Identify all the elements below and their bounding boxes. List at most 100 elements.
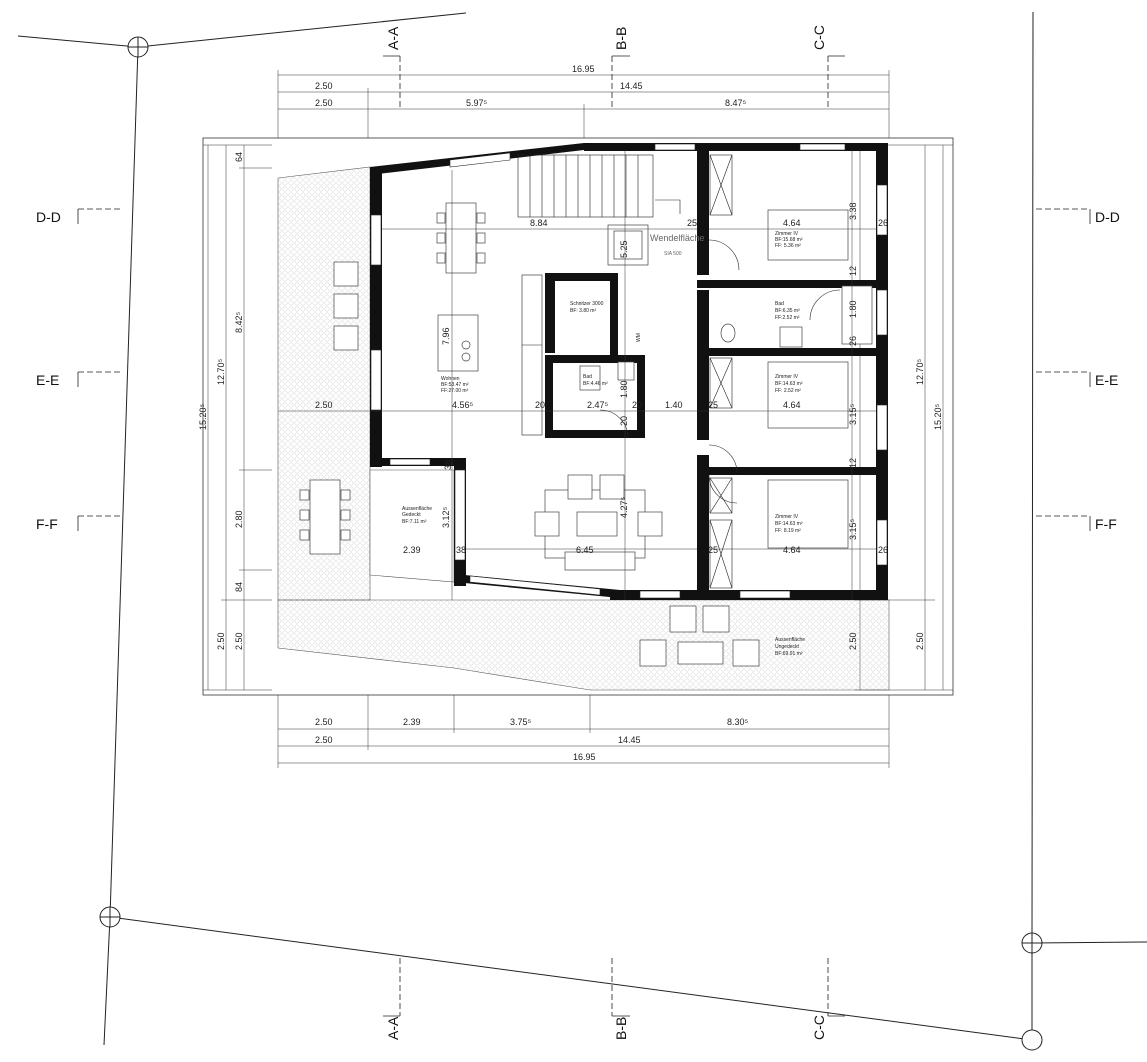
dim-26: 26 — [878, 545, 888, 555]
dim-427: 4.27⁵ — [619, 496, 629, 518]
dim-right-e: 26 — [848, 336, 858, 346]
dim-26b: 26 — [878, 218, 888, 228]
dim-right-h: 3.15⁵ — [848, 518, 858, 540]
dim-right-sub: 12.70⁵ — [915, 358, 925, 385]
dim-38a: 38 — [456, 545, 466, 555]
dim-645: 6.45 — [576, 545, 594, 555]
dim-884: 8.84 — [530, 218, 548, 228]
schacht-name: Schnitzer 3000 — [570, 301, 604, 307]
section-label-cc-top: C-C — [811, 25, 827, 50]
wendel-label: Wendelfläche — [650, 233, 704, 243]
sheet-frame — [202, 137, 954, 696]
terrace-bottom — [277, 599, 890, 691]
section-label-dd-right: D-D — [1095, 209, 1120, 225]
interior-dims — [278, 150, 876, 600]
elevator — [607, 224, 649, 266]
schacht-area: BF: 3.80 m² — [570, 308, 596, 314]
section-markers — [77, 55, 1091, 1017]
aussen1-sub: Gedeckt — [402, 512, 421, 518]
dim-top-left: 2.50 — [315, 81, 333, 91]
dim-20a: 20 — [535, 400, 545, 410]
furniture — [299, 202, 873, 667]
dim-left-sub: 12.70⁵ — [216, 358, 226, 385]
dim-left-e: 2.50 — [216, 632, 226, 650]
dim-312: 3.12⁵ — [441, 506, 451, 528]
bad2-name: Bad — [775, 301, 784, 307]
dim-bot-left2: 2.50 — [315, 735, 333, 745]
dim-bot-left: 2.50 — [315, 717, 333, 727]
section-label-dd-left: D-D — [36, 209, 61, 225]
section-label-bb-bottom: B-B — [613, 1017, 629, 1040]
dim-464c: 4.64 — [783, 545, 801, 555]
section-label-ff-left: F-F — [36, 516, 58, 532]
dim-right-b: 3.38 — [848, 202, 858, 220]
dim-right-a: 2.50 — [915, 632, 925, 650]
dim-right-g: 12 — [848, 458, 858, 468]
dim-bot-a: 2.39 — [403, 717, 421, 727]
zimmer3-bf: BF:14.63 m² — [775, 521, 803, 527]
section-label-ee-left: E-E — [36, 372, 59, 388]
aussen1-bf: BF:7.11 m² — [402, 519, 427, 525]
dim-top-total: 16.95 — [572, 64, 595, 74]
dim-right-d: 1.80 — [848, 300, 858, 318]
dim-456: 4.56⁵ — [452, 400, 474, 410]
dim-796: 7.96 — [441, 327, 451, 345]
aussen2-sub: Ungedeckt — [775, 644, 800, 650]
dim-38b: 38 — [443, 460, 453, 470]
section-label-ee-right: E-E — [1095, 372, 1118, 388]
sia-label: SIA 500 — [664, 251, 682, 257]
dim-top-mid2: 8.47⁵ — [725, 98, 747, 108]
dim-20c: 20 — [619, 416, 629, 426]
dim-top-mid: 5.97⁵ — [466, 98, 488, 108]
wardrobes — [521, 154, 733, 589]
zimmer3-ff: FF: 8.19 m² — [775, 528, 801, 534]
dim-180: 1.80 — [619, 380, 629, 398]
dim-25a: 25 — [687, 218, 697, 228]
dim-right-i: 2.50 — [848, 632, 858, 650]
bad2-bf: BF:6.35 m² — [775, 308, 800, 314]
dim-bot-c: 8.30⁵ — [727, 717, 749, 727]
dim-525: 5.25 — [619, 240, 629, 258]
dim-25b: 25 — [708, 400, 718, 410]
bad2-ff: FF:2.52 m² — [775, 315, 800, 321]
bad1-bf: BF:4.46 m² — [583, 381, 608, 387]
zimmer1-ff: FF: 5.36 m² — [775, 243, 801, 249]
survey-point — [1021, 1029, 1043, 1051]
dim-left-a: 64 — [234, 152, 244, 162]
dim-464b: 4.64 — [783, 400, 801, 410]
wm-label: WM — [636, 333, 642, 342]
wohnen-ff: FF:27.00 m² — [441, 388, 469, 394]
aussen2-bf: BF:69.91 m² — [775, 651, 803, 657]
dim-140: 1.40 — [665, 400, 683, 410]
dim-left-total: 15.20⁵ — [198, 403, 208, 430]
dim-20b: 20 — [632, 400, 642, 410]
zimmer1-bf: BF:15.68 m² — [775, 237, 803, 243]
dim-247: 2.47⁵ — [587, 400, 609, 410]
aussen1-name: Aussenfläche — [402, 506, 432, 512]
zimmer2-name: Zimmer IV — [775, 374, 799, 380]
dim-right-total: 15.20⁵ — [933, 403, 943, 430]
dim-bot-right: 14.45 — [618, 735, 641, 745]
section-label-aa-bottom: A-A — [385, 1016, 401, 1040]
section-label-ff-right: F-F — [1095, 516, 1117, 532]
staircase — [517, 154, 681, 218]
section-label-cc-bottom: C-C — [811, 1015, 827, 1040]
doors — [599, 239, 841, 504]
dim-right-f: 3.15⁵ — [848, 403, 858, 425]
section-label-aa-top: A-A — [385, 26, 401, 50]
section-label-bb-top: B-B — [613, 27, 629, 50]
wohnen-name: Wohnen — [441, 376, 460, 382]
dim-top-left2: 2.50 — [315, 98, 333, 108]
property-boundary — [17, 11, 1147, 1051]
windows — [370, 143, 888, 599]
dim-top-right: 14.45 — [620, 81, 643, 91]
zimmer1-name: Zimmer IV — [775, 231, 799, 237]
dim-left-f: 2.50 — [234, 632, 244, 650]
zimmer2-ff: FF: 2.52 m² — [775, 388, 801, 394]
dim-left-d: 84 — [234, 582, 244, 592]
dim-bot-b: 3.75⁵ — [510, 717, 532, 727]
dim-464a: 4.64 — [783, 218, 801, 228]
dim-left-c: 2.80 — [234, 510, 244, 528]
room-labels: Wendelfläche SIA 500 Schnitzer 3000 BF: … — [402, 231, 805, 657]
